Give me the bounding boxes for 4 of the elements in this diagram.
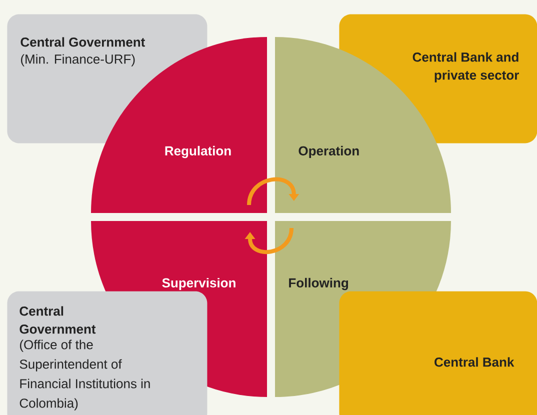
cycle-arrow [244, 228, 294, 254]
actor-box [7, 291, 208, 415]
actor-box [339, 291, 537, 415]
cycle-arrow [247, 177, 300, 206]
